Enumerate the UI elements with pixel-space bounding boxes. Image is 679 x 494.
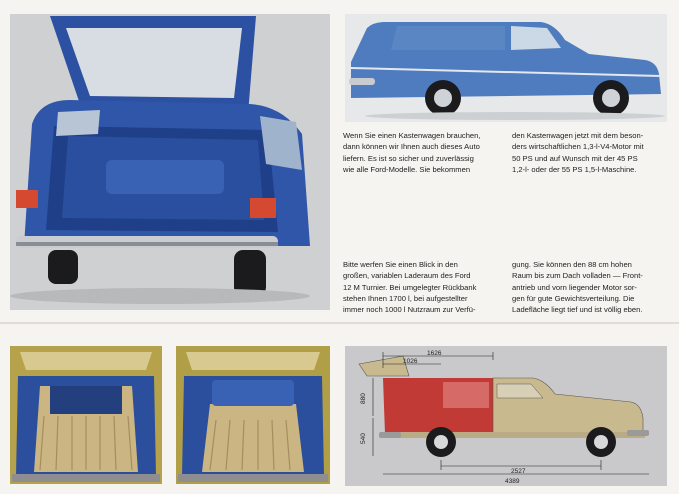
text-line: liefern. Es ist so sicher und zuverlässi… bbox=[343, 153, 474, 163]
cargo-interior-illustration bbox=[10, 346, 162, 484]
photo-van-side bbox=[345, 14, 667, 122]
text-line: dann können wir Ihnen auch dieses Auto bbox=[343, 142, 480, 152]
van-side-illustration bbox=[345, 14, 667, 122]
text-line: gung. Sie können den 88 cm hohen bbox=[512, 260, 632, 269]
text-line: Wenn Sie einen Kastenwagen brauchen, bbox=[343, 131, 481, 140]
dim-label-2527: 2527 bbox=[511, 468, 526, 475]
text-line: antrieb und vorn liegender Motor sor- bbox=[512, 282, 637, 292]
cargo-interior-illustration bbox=[176, 346, 330, 484]
dim-label-4389: 4389 bbox=[505, 478, 520, 485]
text-line: gen für gute Gewichtsverteilung. Die bbox=[512, 293, 635, 303]
photo-cargo-interior-seat-folded bbox=[10, 346, 162, 484]
text-line: ders wirtschaftlichen 1,3-l-V4-Motor mit bbox=[512, 142, 644, 152]
text-line: den Kastenwagen jetzt mit dem beson- bbox=[512, 131, 644, 140]
dim-label-1026: 1026 bbox=[403, 358, 418, 365]
text-line: stehen Ihnen 1700 l, bei aufgestellter bbox=[343, 293, 468, 303]
text-line: 50 PS und auf Wunsch mit der 45 PS bbox=[512, 153, 638, 163]
body-text-col-1: Wenn Sie einen Kastenwagen brauchen, dan… bbox=[343, 130, 498, 175]
dim-label-1626: 1626 bbox=[427, 350, 442, 357]
photo-wagon-rear bbox=[10, 14, 330, 310]
text-line: 1,2-l- oder der 55 PS 1,5-l-Maschine. bbox=[512, 164, 637, 174]
text-line: immer noch 1000 l Nutzraum zur Verfü- bbox=[343, 305, 476, 315]
body-text-col-4: gung. Sie können den 88 cm hohen Raum bi… bbox=[512, 259, 667, 315]
text-line: 12 M Turnier. Bei umgelegter Rückbank bbox=[343, 282, 477, 292]
text-line: großen, variablen Laderaum des Ford bbox=[343, 271, 471, 281]
dim-label-540: 540 bbox=[360, 433, 367, 444]
dim-label-880: 880 bbox=[360, 393, 367, 404]
text-line: Bitte werfen Sie einen Blick in den bbox=[343, 260, 458, 269]
wagon-rear-illustration bbox=[10, 14, 330, 310]
page-divider bbox=[0, 322, 679, 324]
text-line: Ladefläche liegt tief und ist völlig ebe… bbox=[512, 305, 643, 315]
dimension-diagram: 1626 1026 880 540 2527 4389 bbox=[345, 346, 667, 486]
text-line: wie alle Ford-Modelle. Sie bekommen bbox=[343, 164, 471, 174]
text-line: Raum bis zum Dach volladen — Front- bbox=[512, 271, 643, 281]
dimension-diagram-drawing: 1626 1026 880 540 2527 4389 bbox=[345, 346, 667, 486]
photo-cargo-interior-seat-up bbox=[176, 346, 330, 484]
body-text-col-2: den Kastenwagen jetzt mit dem beson- der… bbox=[512, 130, 667, 175]
body-text-col-3: Bitte werfen Sie einen Blick in den groß… bbox=[343, 259, 498, 315]
